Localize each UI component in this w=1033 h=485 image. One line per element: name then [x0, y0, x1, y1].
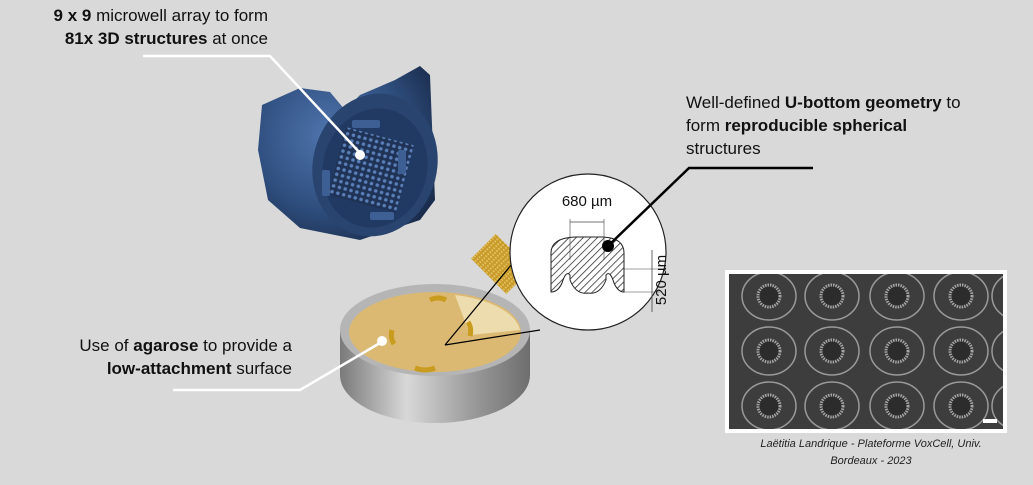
annotation-bold-text: reproducible spherical [724, 116, 908, 135]
microwell-outline [933, 274, 989, 321]
annotation-text: at once [207, 29, 268, 48]
annotation-text: to provide a [198, 336, 292, 355]
annotation-u-bottom-geometry: Well-defined U-bottom geometry to form r… [686, 91, 1026, 160]
microwell-outline [933, 381, 989, 429]
annotation-text: to [941, 93, 961, 112]
spheroid [756, 393, 782, 419]
scale-bar [983, 419, 997, 423]
microwell-outline [869, 381, 925, 429]
annotation-text: form [686, 116, 725, 135]
annotation-microwell-array: 9 x 9 microwell array to form 81x 3D str… [18, 4, 268, 50]
microwell-outline [741, 381, 797, 429]
microwell-outline [933, 326, 989, 376]
microwell-outline [991, 330, 1003, 372]
annotation-bold-text: 81x 3D structures [64, 29, 208, 48]
annotation-text: Use of [79, 336, 134, 355]
spheroid [884, 283, 910, 309]
microwell-outline [869, 274, 925, 321]
annotation-text: microwell array to form [91, 6, 268, 25]
photo-caption-line: Laëtitia Landrique - Plateforme VoxCell,… [760, 438, 982, 450]
agarose-dish-3d-model [340, 233, 532, 423]
annotation-bold-text: low-attachment [106, 359, 232, 378]
annotation-bold-text: U-bottom geometry [784, 93, 942, 112]
callout-line-top [143, 54, 361, 154]
callout-line-right [607, 166, 813, 247]
spheroid [948, 338, 974, 364]
microwell-outline [741, 326, 797, 376]
photo-caption: Laëtitia Landrique - Plateforme VoxCell,… [718, 436, 1024, 470]
microwell-outline [804, 274, 860, 321]
annotation-text: surface [231, 359, 292, 378]
callout-dot-right [602, 240, 614, 252]
photo-caption-line: Bordeaux - 2023 [830, 455, 912, 467]
spheroid [819, 393, 845, 419]
annotation-bold-text: agarose [133, 336, 199, 355]
microwell-outline [991, 385, 1003, 427]
annotation-bold-text: 9 x 9 [53, 6, 92, 25]
callout-dot-left [377, 336, 387, 346]
microwell-outline [804, 326, 860, 376]
callout-dot-top [355, 150, 365, 160]
microwell-outline [804, 381, 860, 429]
microwell-mold-3d-model [258, 66, 438, 240]
spheroid [819, 338, 845, 364]
microwell-outline [741, 274, 797, 321]
spheroid [819, 283, 845, 309]
annotation-text: Well-defined [686, 93, 785, 112]
spheroid [756, 283, 782, 309]
microwell-outline [869, 326, 925, 376]
spheroid [884, 393, 910, 419]
spheroid-microscopy-image [729, 274, 1003, 429]
spheroid [948, 283, 974, 309]
microwell-outline [991, 275, 1003, 317]
microscopy-photo [725, 270, 1007, 433]
annotation-text: structures [686, 139, 761, 158]
height-dimension-label: 520 µm [653, 255, 670, 305]
spheroid [948, 393, 974, 419]
spheroid [756, 338, 782, 364]
annotation-agarose: Use of agarose to provide a low-attachme… [30, 334, 292, 380]
callout-line-left [173, 341, 381, 392]
spheroid [884, 338, 910, 364]
width-dimension-label: 680 µm [562, 193, 612, 210]
